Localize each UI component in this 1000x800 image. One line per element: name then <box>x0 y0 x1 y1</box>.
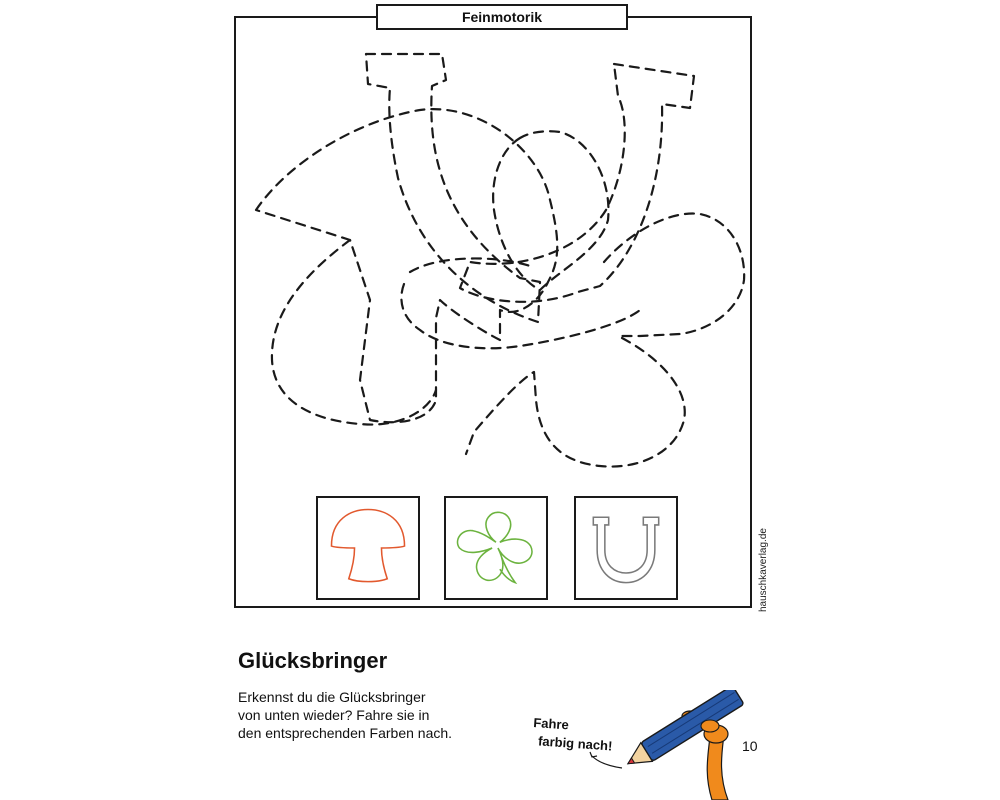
mushroom-icon <box>330 508 406 583</box>
page-number: 10 <box>742 738 758 754</box>
instruction-line: Erkennst du die Glücksbringer <box>238 689 426 705</box>
template-horseshoe <box>574 496 678 600</box>
template-mushroom <box>316 496 420 600</box>
clover-icon <box>456 511 533 585</box>
dashed-horseshoe-left <box>364 52 542 324</box>
dashed-clover-leaf-bottom <box>464 336 686 468</box>
instructions: Erkennst du die Glücksbringer von unten … <box>238 688 498 742</box>
horseshoe-icon <box>592 516 660 584</box>
template-clover <box>444 496 548 600</box>
dashed-clover-leaf-left <box>270 238 438 426</box>
dashed-clover-leaf-center <box>492 130 610 292</box>
instruction-line: von unten wieder? Fahre sie in <box>238 707 430 723</box>
page-title: Glücksbringer <box>238 648 388 673</box>
publisher-credit: hauschkaverlag.de <box>758 528 769 612</box>
dashed-mushroom <box>254 108 559 424</box>
dashed-oval <box>400 257 642 350</box>
instruction-line: den entsprechenden Farben nach. <box>238 725 453 741</box>
dashed-clover-leaf-right <box>602 212 746 338</box>
pencil-hand-icon <box>589 690 744 800</box>
section-label: Feinmotorik <box>376 4 628 30</box>
dashed-horseshoe-right <box>458 62 696 303</box>
